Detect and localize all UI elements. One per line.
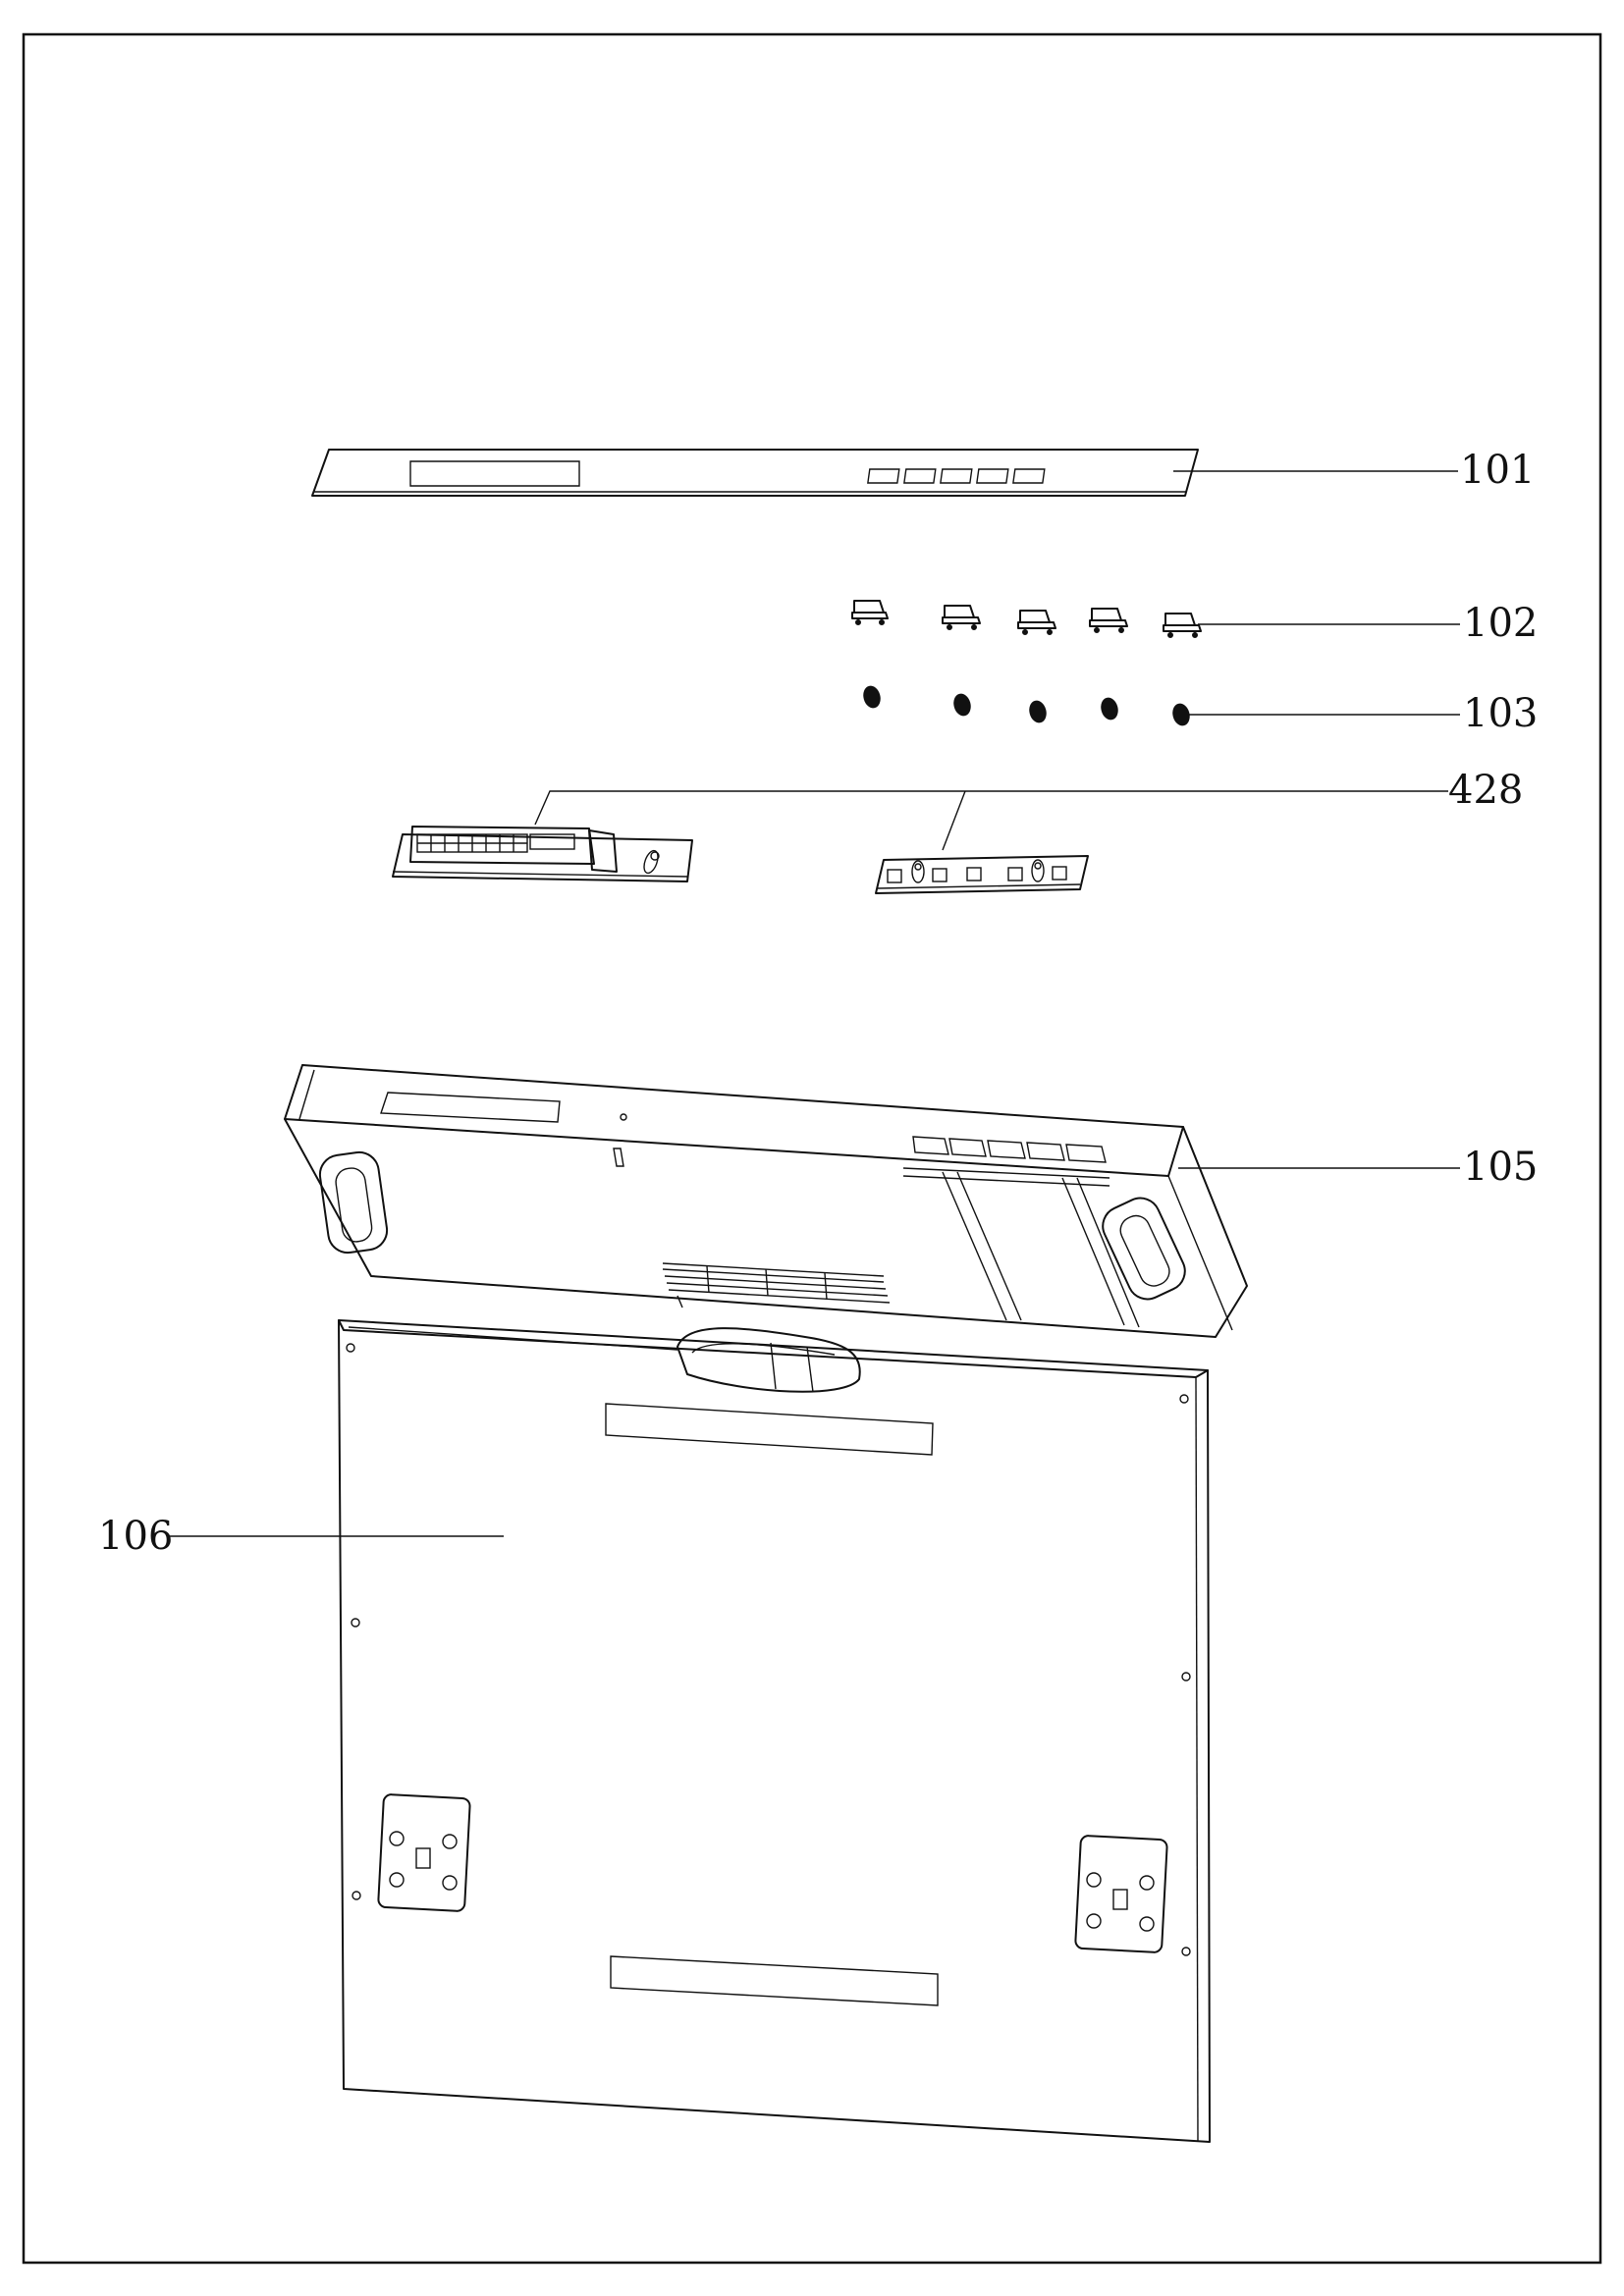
control-panel-strip [311, 449, 1199, 497]
button-caps [851, 600, 1202, 638]
spring-icon [863, 685, 881, 709]
display-pcb [392, 826, 693, 882]
left-hinge-slot [318, 1150, 389, 1255]
callout-106: 106 [98, 1514, 173, 1559]
right-hinge-slot [1102, 1197, 1186, 1301]
spring-icon [1029, 700, 1047, 723]
callout-103: 103 [1463, 691, 1538, 736]
leader-lines [167, 470, 1460, 1537]
lower-door-slot [610, 1955, 939, 2006]
control-panel-housing [284, 1064, 1248, 1338]
outer-door [338, 1319, 1211, 2143]
callout-102: 102 [1463, 601, 1538, 646]
button-windows [867, 468, 1046, 484]
left-mounting-plate [377, 1793, 471, 1912]
vent-grille [662, 1262, 891, 1308]
springs [863, 685, 1190, 726]
button-cap-icon [942, 605, 981, 630]
callout-428: 428 [1448, 768, 1523, 813]
door-handle [677, 1327, 861, 1393]
callout-101: 101 [1460, 448, 1535, 493]
callout-105: 105 [1463, 1145, 1538, 1190]
upper-door-slot [605, 1403, 934, 1456]
button-cap-icon [1017, 610, 1056, 635]
right-mounting-plate [1074, 1835, 1168, 1953]
spring-icon [953, 693, 971, 717]
page-frame [22, 32, 1602, 2265]
spring-icon [1172, 703, 1190, 726]
button-cap-icon [851, 600, 889, 625]
button-cap-icon [1089, 608, 1128, 633]
button-cap-icon [1163, 613, 1202, 638]
display-window [409, 460, 580, 487]
spring-icon [1101, 697, 1118, 721]
button-pcb [875, 855, 1089, 894]
